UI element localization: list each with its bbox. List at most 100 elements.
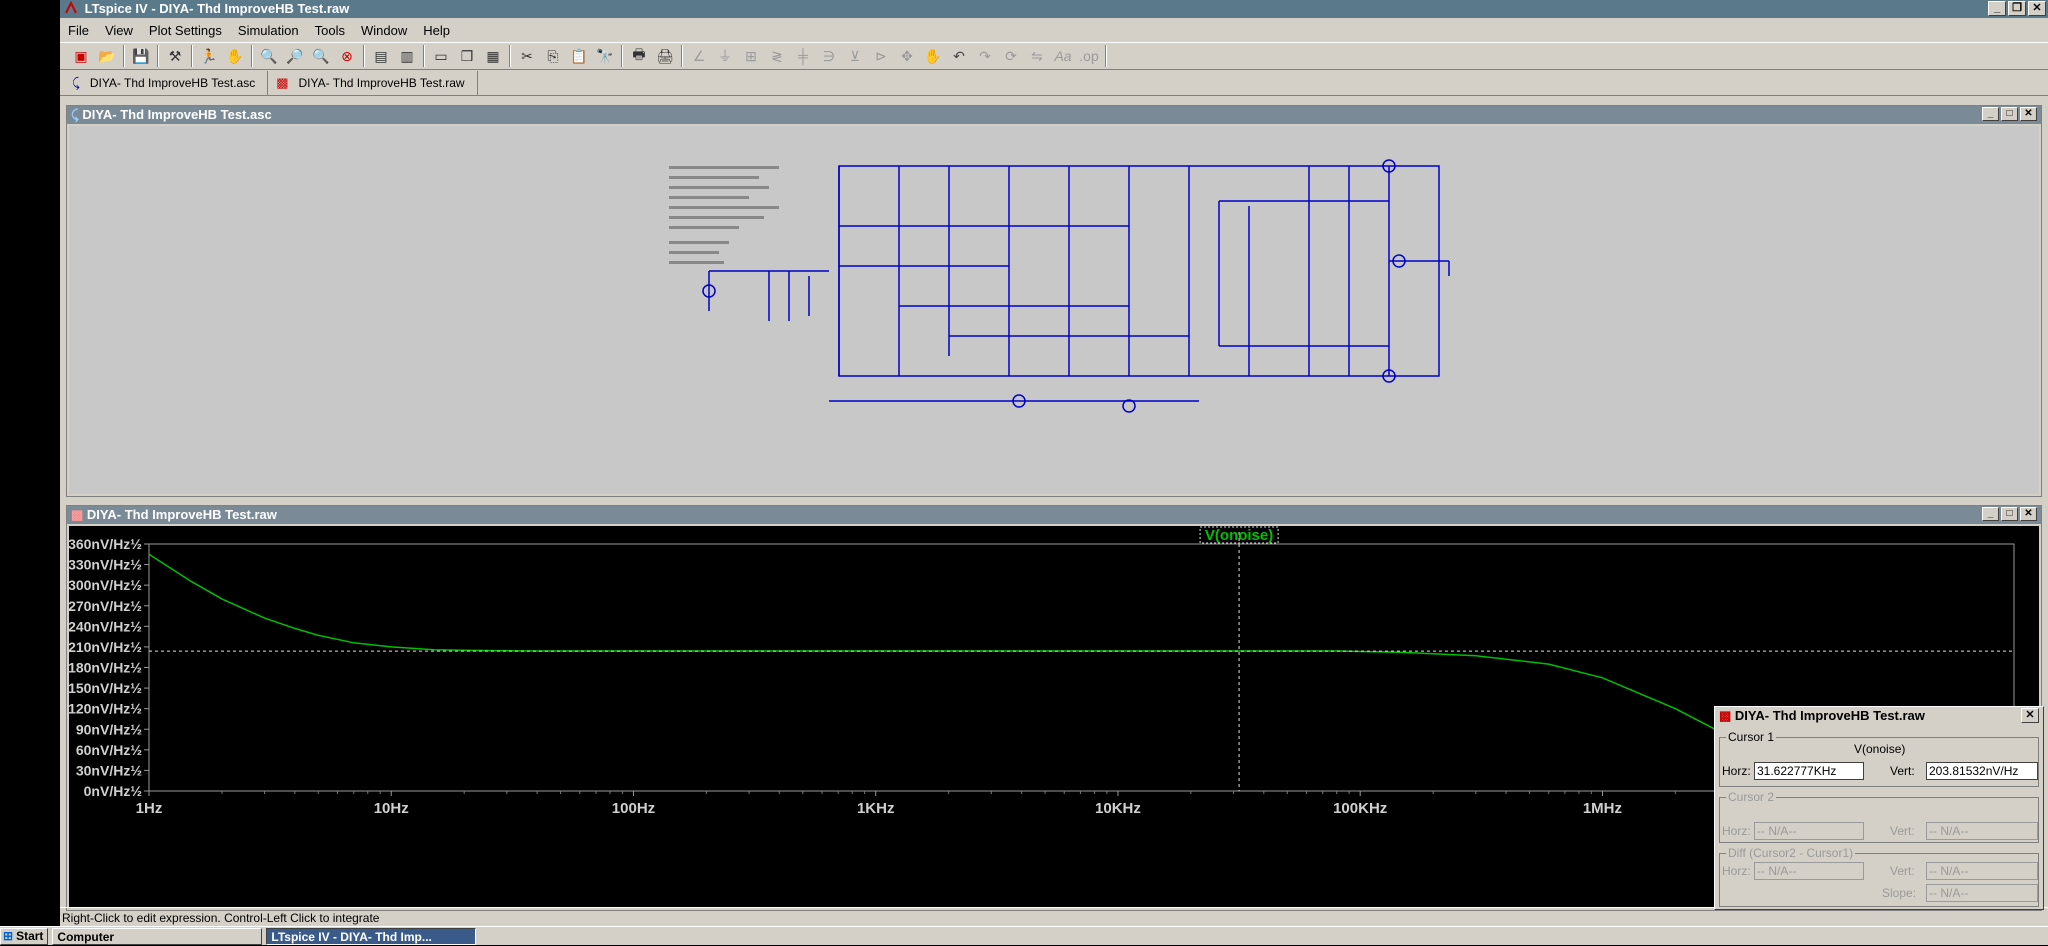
menu-file[interactable]: File — [68, 22, 89, 38]
zoom-in-icon[interactable]: 🔍 — [260, 47, 278, 64]
maximize-button[interactable]: □ — [2001, 507, 2018, 521]
find-icon[interactable]: 🔭 — [596, 47, 614, 64]
inductor-icon[interactable]: ∋ — [822, 47, 836, 64]
close-button[interactable]: ✕ — [2021, 708, 2039, 723]
move-icon[interactable]: ✥ — [901, 47, 913, 64]
diff-vert-label: Vert: — [1890, 864, 1915, 878]
trace-label: V(onoise) — [1205, 527, 1273, 544]
save-icon[interactable]: 💾 — [132, 47, 150, 64]
text-icon[interactable]: Aa — [1054, 48, 1072, 64]
diff-group: Diff (Cursor2 - Cursor1) Horz: -- N/A-- … — [1719, 846, 2039, 907]
cursor1-vert-label: Vert: — [1890, 764, 1915, 778]
app-titlebar: LTspice IV - DIYA- Thd ImproveHB Test.ra… — [60, 0, 2048, 18]
x-tick-label: 1MHz — [1583, 800, 1622, 817]
component-icon[interactable]: ⊳ — [875, 47, 887, 64]
taskbar-ltspice[interactable]: LTspice IV - DIYA- Thd Imp... — [266, 927, 477, 945]
taskbar-computer[interactable]: Computer — [52, 927, 263, 945]
mirror-icon[interactable]: ⇋ — [1031, 47, 1043, 64]
zoom-fit-icon[interactable]: ⊗ — [341, 47, 353, 64]
drag-icon[interactable]: ✋ — [924, 47, 942, 64]
app-title: LTspice IV - DIYA- Thd ImproveHB Test.ra… — [84, 1, 350, 16]
x-tick-label: 1KHz — [857, 800, 895, 817]
cascade-icon[interactable]: ❒ — [460, 47, 474, 64]
y-tick-label: 120nV/Hz½ — [69, 701, 142, 717]
label-net-icon[interactable]: ⊞ — [745, 47, 757, 64]
close-button[interactable]: ✕ — [2020, 507, 2037, 521]
y-tick-label: 330nV/Hz½ — [69, 557, 142, 573]
autorange-icon[interactable]: ▤ — [374, 47, 388, 64]
y-tick-label: 90nV/Hz½ — [76, 721, 142, 737]
menu-plot-settings[interactable]: Plot Settings — [148, 22, 222, 38]
cursor2-label: Cursor 2 — [1726, 790, 1777, 804]
close-button[interactable]: ✕ — [2028, 1, 2046, 16]
menu-tools[interactable]: Tools — [314, 22, 345, 38]
paste-icon[interactable]: 📋 — [570, 47, 588, 64]
menu-help[interactable]: Help — [423, 22, 450, 38]
spice-directive-icon[interactable]: .op — [1079, 48, 1099, 64]
restore-button[interactable]: ❐ — [2008, 1, 2026, 16]
control-panel-icon[interactable]: ⚒ — [168, 47, 182, 64]
wire-icon[interactable]: ∠ — [692, 47, 706, 64]
resistor-icon[interactable]: ≷ — [771, 47, 783, 64]
cut-icon[interactable]: ✂ — [521, 47, 533, 64]
schematic-window: ⤹ DIYA- Thd ImproveHB Test.asc _ □ ✕ — [66, 105, 2042, 497]
tile-horizontal-icon[interactable]: ▭ — [434, 47, 448, 64]
start-button[interactable]: ⊞ Start — [0, 927, 49, 945]
run-icon[interactable]: 🏃 — [200, 47, 218, 64]
diff-horz-label: Horz: — [1722, 864, 1751, 878]
rotate-icon[interactable]: ⟳ — [1005, 47, 1017, 64]
minimize-button[interactable]: _ — [1982, 107, 1999, 121]
x-tick-label: 100KHz — [1333, 800, 1387, 817]
tab-waveform[interactable]: ▩ DIYA- Thd ImproveHB Test.raw — [268, 70, 478, 95]
ground-icon[interactable]: ⏚ — [718, 48, 732, 64]
print-preview-icon[interactable]: 🖶 — [632, 46, 646, 62]
start-label: Start — [16, 928, 44, 943]
y-tick-label: 300nV/Hz½ — [69, 577, 142, 593]
cursor1-label: Cursor 1 — [1726, 730, 1777, 744]
x-tick-label: 1Hz — [136, 800, 163, 817]
print-icon[interactable]: 🖨 — [656, 47, 674, 64]
cursor1-vert-field[interactable]: 203.81532nV/Hz — [1926, 762, 2038, 780]
y-tick-label: 270nV/Hz½ — [69, 598, 142, 614]
cursor2-horz-field: -- N/A-- — [1754, 822, 1864, 840]
capacitor-icon[interactable]: ╪ — [798, 48, 808, 64]
diode-icon[interactable]: ⊻ — [849, 47, 861, 64]
cursor1-horz-field[interactable]: 31.622777KHz — [1754, 762, 1864, 780]
waveform-window-titlebar: ▩ DIYA- Thd ImproveHB Test.raw _ □ ✕ — [67, 506, 2041, 524]
ltspice-app: LTspice IV - DIYA- Thd ImproveHB Test.ra… — [60, 0, 2048, 945]
cursor2-vert-label: Vert: — [1890, 824, 1915, 838]
windows-logo-icon: ⊞ — [3, 928, 14, 943]
slope-field: -- N/A-- — [1926, 884, 2038, 902]
redo-icon[interactable]: ↷ — [979, 47, 991, 64]
y-tick-label: 0nV/Hz½ — [84, 783, 143, 799]
menu-window[interactable]: Window — [360, 22, 408, 38]
menu-view[interactable]: View — [104, 22, 133, 38]
minimize-button[interactable]: _ — [1988, 1, 2006, 16]
menu-simulation[interactable]: Simulation — [237, 22, 299, 38]
diff-label: Diff (Cursor2 - Cursor1) — [1726, 846, 1856, 860]
minimize-button[interactable]: _ — [1982, 507, 1999, 521]
open-icon[interactable]: 📂 — [98, 47, 116, 64]
cursor1-group: Cursor 1 V(onoise) Horz: 31.622777KHz Ve… — [1719, 730, 2039, 787]
toolbar: ▣ 📂 💾 ⚒ 🏃 ✋ 🔍 🔎 🔍 ⊗ ▤ ▥ ▭ ❒ ▦ ✂ ⎘ 📋 🔭 🖶 … — [60, 42, 2048, 70]
cursor-dialog: ▩ DIYA- Thd ImproveHB Test.raw ✕ Cursor … — [1714, 706, 2044, 910]
close-button[interactable]: ✕ — [2020, 107, 2037, 121]
zoom-out-icon[interactable]: 🔍 — [312, 47, 330, 64]
maximize-button[interactable]: □ — [2001, 107, 2018, 121]
cursor1-trace-name: V(onoise) — [1854, 742, 1906, 756]
copy-icon[interactable]: ⎘ — [547, 47, 559, 64]
diff-vert-field: -- N/A-- — [1926, 862, 2038, 880]
undo-icon[interactable]: ↶ — [953, 47, 965, 64]
pan-icon[interactable]: 🔎 — [286, 47, 304, 64]
cursor2-group: Cursor 2 Horz: -- N/A-- Vert: -- N/A-- — [1719, 790, 2039, 843]
manual-limits-icon[interactable]: ▥ — [400, 47, 414, 64]
schematic-canvas[interactable] — [69, 126, 2039, 494]
tab-schematic[interactable]: ⤹ DIYA- Thd ImproveHB Test.asc — [64, 70, 269, 95]
halt-icon[interactable]: ✋ — [226, 47, 244, 64]
tile-vertical-icon[interactable]: ▦ — [486, 47, 500, 64]
y-tick-label: 240nV/Hz½ — [69, 618, 142, 634]
y-tick-label: 30nV/Hz½ — [76, 762, 142, 778]
y-tick-label: 180nV/Hz½ — [69, 660, 142, 676]
new-schematic-icon[interactable]: ▣ — [74, 47, 88, 64]
